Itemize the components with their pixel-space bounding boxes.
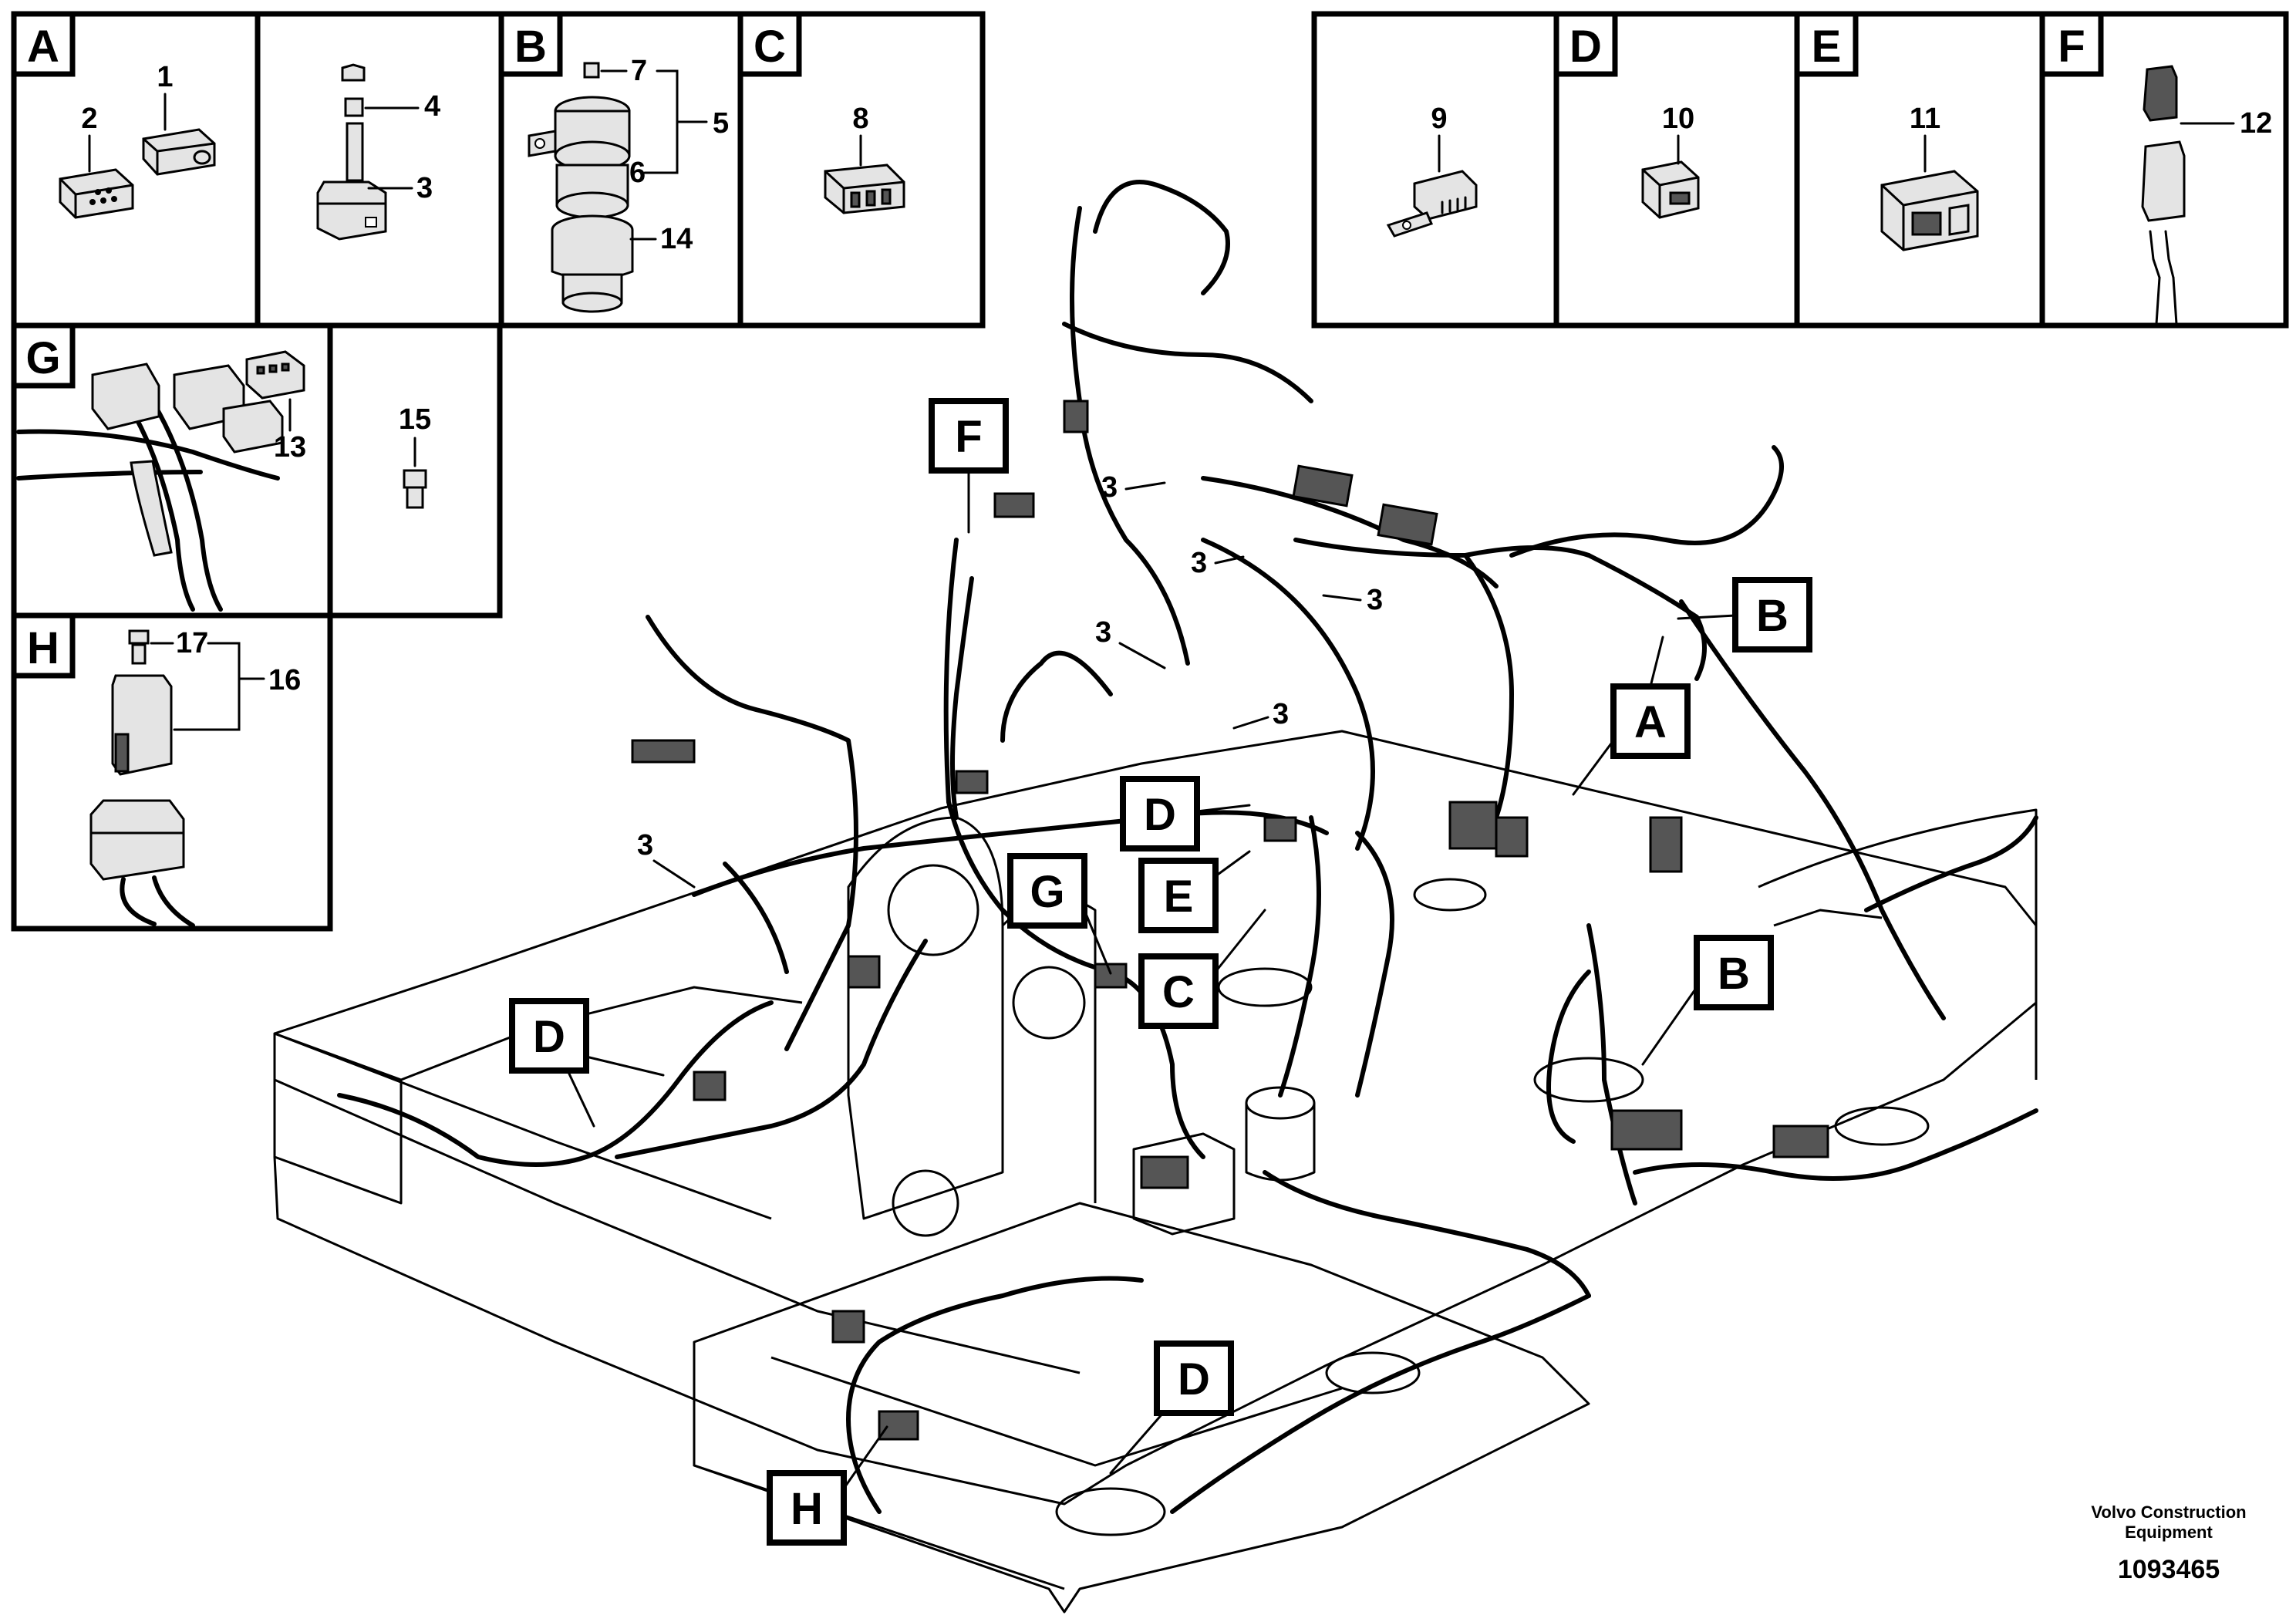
panel-f-letter-box <box>2039 11 2104 77</box>
callout-d-top: D <box>1120 776 1251 851</box>
part-number-2: 2 <box>81 103 97 135</box>
connector-11-drawing <box>1880 170 1979 251</box>
detail-panels-left: A B C G H 2 1 <box>11 11 986 932</box>
callout-d-bottom: D <box>1109 1340 1234 1475</box>
part-number-7: 7 <box>631 55 647 87</box>
callout-a-letter: A <box>1634 697 1667 747</box>
part-number-12: 12 <box>2240 107 2272 140</box>
panel-e-letter: E <box>1812 22 1842 72</box>
connector-14-drawing <box>551 214 634 313</box>
panel-a-letter-box <box>11 11 76 77</box>
callout-b-top: B <box>1677 577 1812 653</box>
main-label-3-b: 3 <box>1191 547 1207 579</box>
company-name-line2: Equipment <box>2125 1523 2213 1542</box>
part-number-16: 16 <box>268 664 301 696</box>
panel-g-letter: G <box>25 333 60 383</box>
plug-15-drawing <box>403 469 427 509</box>
callout-d-top-letter: D <box>1144 790 1176 840</box>
connector-16-drawing <box>89 629 195 928</box>
part-number-4: 4 <box>424 90 440 123</box>
main-label-3-d: 3 <box>1095 616 1111 649</box>
callout-b-right-letter: B <box>1718 949 1750 999</box>
part-number-17: 17 <box>176 627 208 659</box>
panel-c-letter: C <box>754 22 786 72</box>
wiring-harness <box>337 180 2038 1514</box>
connector-1-drawing <box>142 128 216 176</box>
harness-connectors <box>631 400 1829 1441</box>
callout-c: C <box>1138 909 1266 1029</box>
right-side-panel <box>1758 808 2038 1080</box>
panel-d-frame <box>1311 11 1559 329</box>
main-part-labels: 3 3 3 3 3 3 <box>637 471 1383 889</box>
footer: Volvo Construction Equipment 1093465 <box>2091 1502 2246 1584</box>
callout-a: A <box>1572 636 1691 796</box>
panel-e-letter-box <box>1794 11 1859 77</box>
part-number-5: 5 <box>713 107 729 140</box>
callout-d-left: D <box>509 998 665 1128</box>
panel-a2-frame <box>255 11 504 329</box>
lower-frame-outline <box>693 1202 1590 1614</box>
callout-g-letter: G <box>1030 867 1064 917</box>
callout-e: E <box>1138 850 1251 933</box>
part-number-1: 1 <box>157 61 173 93</box>
part-number-3-detail: 3 <box>416 172 433 204</box>
callout-d-left-letter: D <box>533 1012 565 1062</box>
panel-a-letter: A <box>27 22 59 72</box>
part-number-8: 8 <box>852 103 868 135</box>
callout-f: F <box>929 398 1009 534</box>
connector-12-drawing <box>2141 65 2186 325</box>
callout-h: H <box>767 1425 888 1546</box>
connector-9-drawing <box>1386 170 1478 238</box>
panel-d-letter: D <box>1569 22 1602 72</box>
main-label-3-c: 3 <box>1367 584 1383 616</box>
callout-f-letter: F <box>955 412 982 462</box>
callout-d-bottom-letter: D <box>1178 1354 1210 1404</box>
main-label-3-e: 3 <box>1273 698 1289 730</box>
part-number-14: 14 <box>660 223 693 255</box>
panel-g-letter-box <box>11 322 76 389</box>
company-name-line1: Volvo Construction <box>2091 1502 2246 1522</box>
panel-f-letter: F <box>2058 22 2085 72</box>
connector-10-drawing <box>1641 160 1700 219</box>
upper-frame-edge <box>274 1078 1081 1374</box>
callout-b-right: B <box>1641 935 1774 1066</box>
callout-b-top-letter: B <box>1756 591 1789 641</box>
connector-5-drawing <box>528 62 631 219</box>
left-arm-block <box>273 1032 403 1205</box>
panel-b-letter-box <box>498 11 563 77</box>
callout-c-letter: C <box>1162 967 1195 1017</box>
panel-h-letter-box <box>11 612 76 679</box>
callout-e-letter: E <box>1164 872 1194 922</box>
part-number-6: 6 <box>629 157 646 189</box>
panel-g-drawing <box>16 350 305 612</box>
panel-b-letter: B <box>514 22 547 72</box>
part-number-10: 10 <box>1662 103 1694 135</box>
part-number-9: 9 <box>1431 103 1447 135</box>
detail-panels-right: D E F 9 10 11 <box>1311 11 2289 329</box>
part-number-13: 13 <box>274 431 306 464</box>
callout-h-letter: H <box>791 1484 823 1534</box>
callout-g: G <box>1007 853 1112 975</box>
main-label-3-f: 3 <box>637 829 653 862</box>
upper-frame-outline <box>273 730 2038 1506</box>
drawing-number: 1093465 <box>2118 1555 2220 1584</box>
boom-mount-right <box>1001 896 1097 1203</box>
main-label-3-a: 3 <box>1101 471 1118 504</box>
part-number-11: 11 <box>1910 103 1940 135</box>
connector-8-drawing <box>824 164 905 214</box>
panel-c-letter-box <box>737 11 802 77</box>
connector-2-drawing <box>59 168 134 219</box>
panel-h-letter: H <box>27 623 59 673</box>
part-number-15: 15 <box>399 403 431 436</box>
connector-3-drawing <box>316 63 387 241</box>
harness-cab-riser <box>1070 206 1190 666</box>
panel-d-letter-box <box>1553 11 1618 77</box>
